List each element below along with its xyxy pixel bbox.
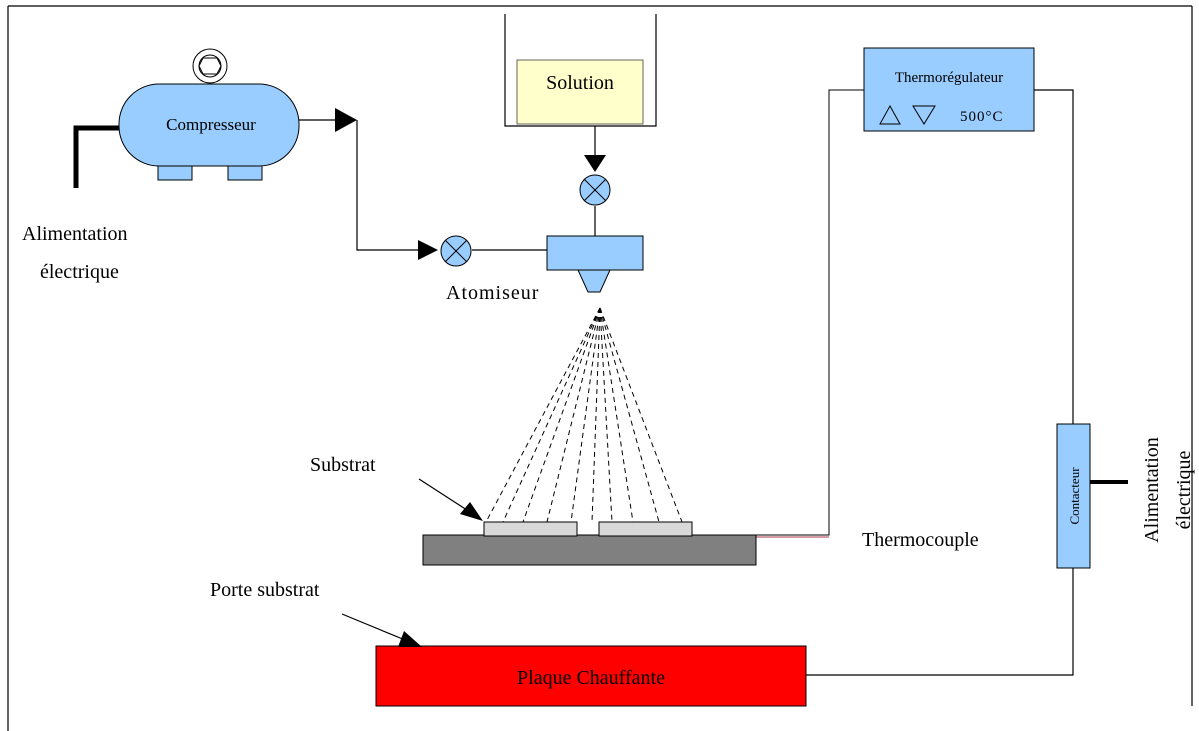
solution-liquid (516, 59, 644, 125)
power-left-label-line2: électrique (40, 261, 119, 283)
spray-cone (485, 307, 683, 523)
solution-label: Solution (546, 72, 614, 94)
hot-plate-label: Plaque Chauffante (517, 667, 665, 689)
substrate-holder-pointer (341, 613, 422, 647)
compressor-power-cable (73, 125, 123, 188)
contactor: Contacteur (1056, 423, 1091, 569)
air-flow-arrow-icon-2 (418, 240, 438, 260)
compressor-tank (118, 83, 300, 167)
substrate-pointer (418, 478, 483, 521)
up-triangle-icon (879, 104, 901, 125)
contactor-label: Contacteur (1067, 467, 1082, 525)
substrate-holder-label: Porte substrat (210, 579, 320, 601)
hot-plate (375, 645, 807, 707)
power-right-label-line2: électrique (1173, 450, 1195, 529)
valve-icon-solution (579, 174, 611, 206)
air-line (299, 108, 547, 260)
valve-icon (440, 235, 472, 267)
contactor-to-hotplate-wire (806, 568, 1074, 676)
pressure-gauge-icon (192, 48, 228, 84)
compressor-label: Compresseur (166, 115, 256, 134)
thermocouple-label: Thermocouple (862, 529, 979, 551)
solution-line (584, 126, 606, 236)
power-right-label-line1: Alimentation (1141, 437, 1163, 543)
substrate-right (598, 521, 693, 537)
regulator-to-contactor-wire (1034, 89, 1074, 424)
compressor: Compresseur (73, 48, 300, 188)
solution-flow-arrow-icon (584, 155, 606, 172)
substrate-holder-block (422, 534, 757, 566)
down-triangle-icon (912, 105, 936, 125)
power-left-label-line1: Alimentation (22, 223, 128, 245)
atomizer-label: Atomiseur (446, 282, 539, 304)
substrate-left (483, 521, 578, 537)
substrate-label: Substrat (310, 454, 376, 476)
solution-reservoir: Solution (504, 14, 657, 127)
atomizer (546, 235, 644, 293)
air-flow-arrow-icon (335, 108, 357, 132)
thermoregulator: Thermorégulateur 500°C (863, 47, 1035, 132)
thermocouple-wire (683, 89, 864, 536)
temperature-display: 500°C (960, 109, 1004, 125)
frame-border (7, 5, 1193, 731)
thermoregulator-label: Thermorégulateur (895, 70, 1003, 86)
